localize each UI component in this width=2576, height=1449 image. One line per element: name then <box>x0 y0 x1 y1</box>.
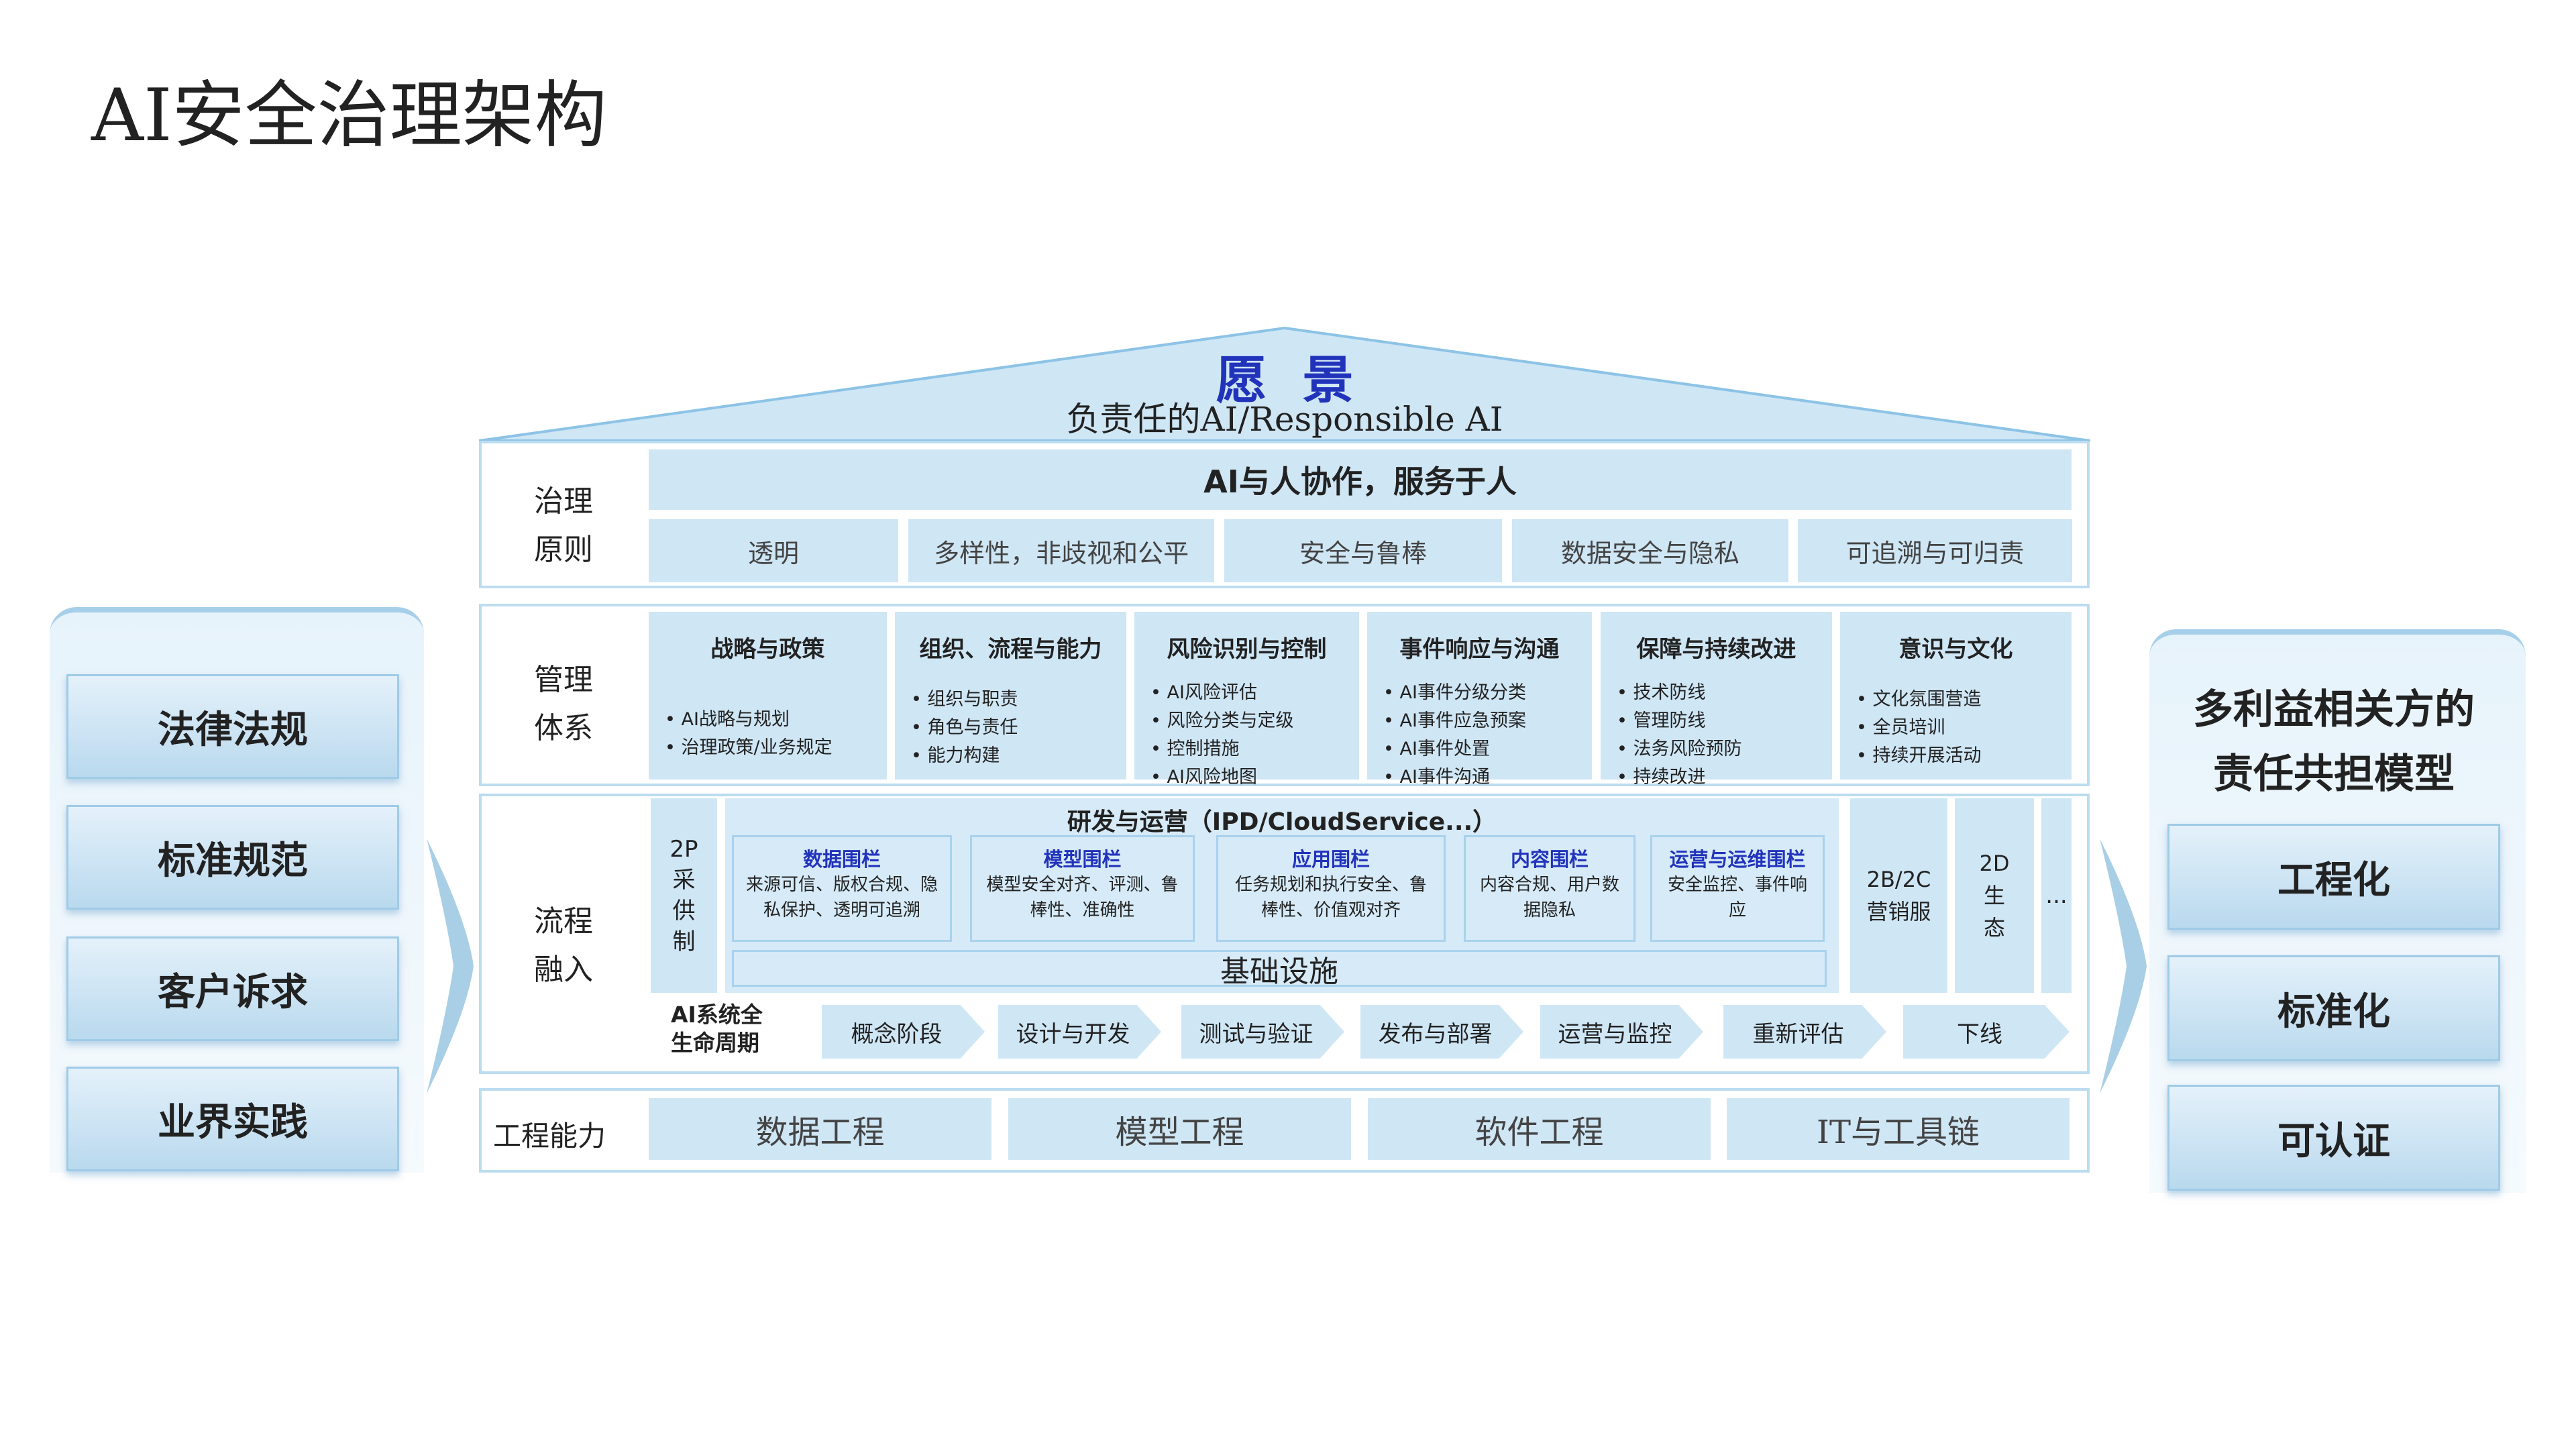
management-item: AI事件分级分类 <box>1383 679 1588 707</box>
page-title: AI安全治理架构 <box>91 74 607 158</box>
guardrail-title: 内容围栏 <box>1510 848 1589 871</box>
lifecycle-stage: 发布与部署 <box>1360 1005 1523 1059</box>
management-item: 持续改进 <box>1617 763 1828 792</box>
lifecycle-stage: 设计与开发 <box>998 1005 1161 1059</box>
management-label: 管理体系 <box>534 663 593 745</box>
lifecycle-stage: 重新评估 <box>1723 1005 1886 1059</box>
left-item: 业界实践 <box>66 1067 399 1171</box>
principle-box: 安全与鲁棒 <box>1224 519 1503 582</box>
right-arrow-icon <box>2100 839 2147 1093</box>
engineering-label: 工程能力 <box>493 1120 606 1152</box>
management-column: 意识与文化文化氛围营造全员培训持续开展活动 <box>1840 612 2072 780</box>
management-column: 风险识别与控制AI风险评估风险分类与定级控制措施AI风险地图 <box>1134 612 1359 788</box>
management-column: 组织、流程与能力组织与职责角色与责任能力构建 <box>895 612 1126 780</box>
management-item: AI风险评估 <box>1150 679 1355 707</box>
lifecycle-stage: 测试与验证 <box>1181 1005 1344 1059</box>
engineering-item: 数据工程 <box>649 1098 991 1160</box>
engineering-item: IT与工具链 <box>1727 1098 2070 1160</box>
guardrail-desc: 内容合规、用户数据隐私 <box>1479 875 1619 920</box>
management-item: AI战略与规划 <box>665 706 883 734</box>
guardrail-title: 应用围栏 <box>1291 848 1370 871</box>
management-column-title: 风险识别与控制 <box>1167 636 1327 663</box>
lifecycle-stage: 概念阶段 <box>822 1005 985 1059</box>
right-item: 可认证 <box>2167 1085 2500 1191</box>
left-item: 法律法规 <box>66 674 399 779</box>
guardrail-desc: 安全监控、事件响应 <box>1667 875 1807 920</box>
governance-banner: AI与人协作，服务于人 <box>649 449 2072 510</box>
guardrail-box: 内容围栏内容合规、用户数据隐私 <box>1464 835 1635 942</box>
management-item: AI事件沟通 <box>1383 763 1588 792</box>
management-item: AI事件应急预案 <box>1383 707 1588 735</box>
guardrail-desc: 任务规划和执行安全、鲁棒性、价值观对齐 <box>1234 875 1427 920</box>
guardrail-box: 应用围栏任务规划和执行安全、鲁棒性、价值观对齐 <box>1216 835 1446 942</box>
vision-subtitle: 负责任的AI/Responsible AI <box>1066 400 1503 439</box>
lifecycle-stage: 运营与监控 <box>1540 1005 1703 1059</box>
management-item: 控制措施 <box>1150 735 1355 763</box>
engineering-item: 软件工程 <box>1368 1098 1711 1160</box>
lifecycle-stage: 下线 <box>1903 1005 2070 1059</box>
left-arrow-icon <box>427 839 474 1093</box>
principle-box: 可追溯与可归责 <box>1798 519 2073 582</box>
process-label: 流程融入 <box>534 904 593 987</box>
management-item: 技术防线 <box>1617 679 1828 707</box>
principle-box: 透明 <box>649 519 898 582</box>
management-item: 治理政策/业务规定 <box>665 734 883 762</box>
management-item: 持续开展活动 <box>1856 742 2068 770</box>
management-column: 战略与政策 AI战略与规划治理政策/业务规定 <box>649 612 887 780</box>
principle-box: 数据安全与隐私 <box>1512 519 1788 582</box>
supply-column: 2P采供制 <box>651 798 717 993</box>
management-column-title: 意识与文化 <box>1898 636 2013 663</box>
right-item: 标准化 <box>2167 955 2500 1061</box>
engineering-item: 模型工程 <box>1008 1098 1351 1160</box>
management-item: AI风险地图 <box>1150 763 1355 792</box>
management-item: 管理防线 <box>1617 707 1828 735</box>
guardrail-title: 运营与运维围栏 <box>1669 848 1806 871</box>
left-item: 标准规范 <box>66 805 399 910</box>
left-item: 客户诉求 <box>66 936 399 1041</box>
more-column: ... <box>2041 798 2072 993</box>
rd-title: 研发与运营（IPD/CloudService...） <box>1067 808 1497 836</box>
management-item: 角色与责任 <box>911 714 1122 742</box>
vision-heading: 愿 景 <box>1216 350 1354 410</box>
guardrail-title: 数据围栏 <box>802 848 881 871</box>
guardrail-box: 运营与运维围栏安全监控、事件响应 <box>1650 835 1825 942</box>
management-item: 组织与职责 <box>911 686 1122 714</box>
principle-box: 多样性，非歧视和公平 <box>908 519 1215 582</box>
management-item: 法务风险预防 <box>1617 735 1828 763</box>
ecosystem-column: 2D生态 <box>1955 798 2034 993</box>
management-item: 文化氛围营造 <box>1856 686 2068 714</box>
management-item: 全员培训 <box>1856 714 2068 742</box>
infrastructure-box: 基础设施 <box>732 950 1827 989</box>
management-column: 事件响应与沟通AI事件分级分类AI事件应急预案AI事件处置AI事件沟通 <box>1367 612 1592 788</box>
management-column-title: 事件响应与沟通 <box>1399 636 1560 663</box>
guardrail-desc: 来源可信、版权合规、隐私保护、透明可追溯 <box>745 875 938 920</box>
marketing-column: 2B/2C营销服 <box>1850 798 1947 993</box>
right-panel-title: 多利益相关方的责任共担模型 <box>2193 686 2475 798</box>
right-item: 工程化 <box>2167 824 2500 930</box>
management-column: 保障与持续改进技术防线管理防线法务风险预防持续改进 <box>1601 612 1832 788</box>
guardrail-box: 数据围栏来源可信、版权合规、隐私保护、透明可追溯 <box>732 835 952 942</box>
guardrail-desc: 模型安全对齐、评测、鲁棒性、准确性 <box>986 875 1179 920</box>
management-item: AI事件处置 <box>1383 735 1588 763</box>
governance-label: 治理原则 <box>534 484 593 567</box>
lifecycle-label: AI系统全生命周期 <box>671 1002 763 1056</box>
management-column-title: 组织、流程与能力 <box>919 636 1102 663</box>
management-item: 能力构建 <box>911 742 1122 770</box>
management-column-title: 保障与持续改进 <box>1636 636 1796 663</box>
management-column-title: 战略与政策 <box>710 636 825 663</box>
guardrail-box: 模型围栏模型安全对齐、评测、鲁棒性、准确性 <box>970 835 1195 942</box>
management-item: 风险分类与定级 <box>1150 707 1355 735</box>
guardrail-title: 模型围栏 <box>1043 848 1122 871</box>
